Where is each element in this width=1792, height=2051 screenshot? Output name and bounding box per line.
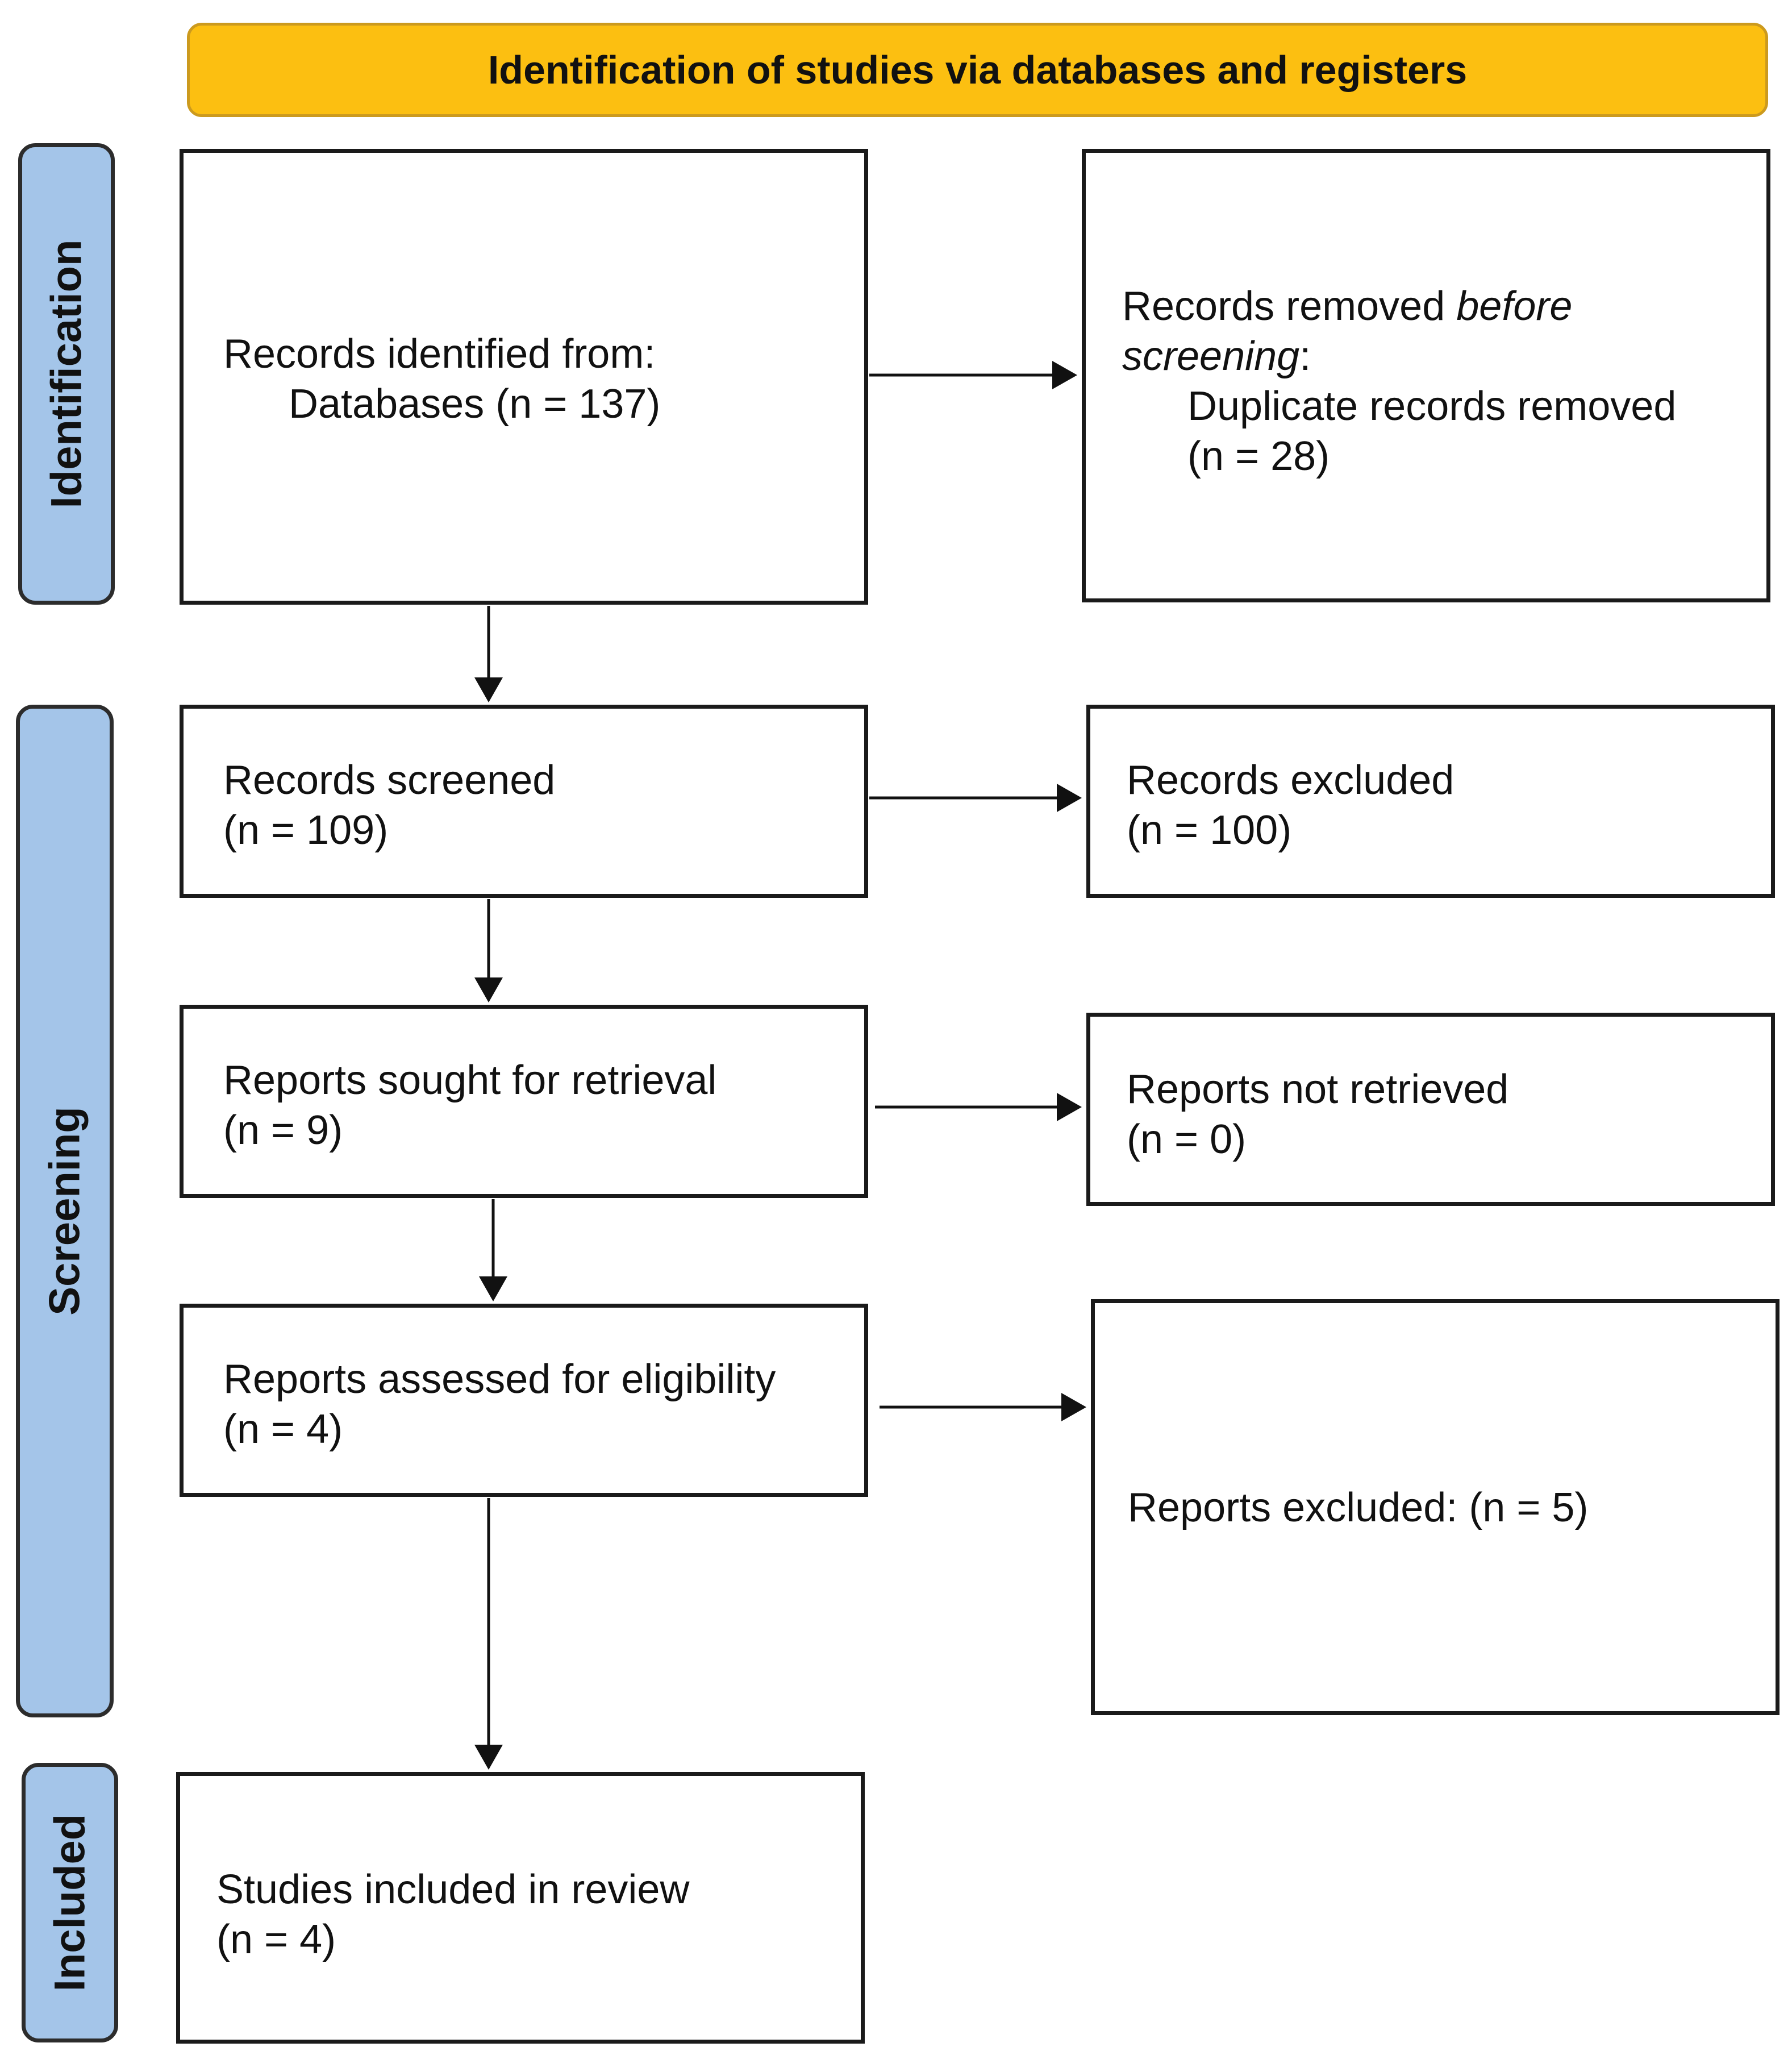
reports-not-retrieved-label: Reports not retrieved <box>1127 1067 1509 1112</box>
phase-included: Included <box>22 1763 118 2042</box>
studies-included-count: (n = 4) <box>216 1917 336 1962</box>
arrowhead-right-3 <box>1057 1093 1082 1121</box>
arrowhead-down-2 <box>474 977 503 1002</box>
reports-assessed-label: Reports assessed for eligibility <box>223 1357 776 1402</box>
records-excluded-label: Records excluded <box>1127 758 1455 803</box>
records-removed-label: Records removed <box>1122 284 1457 329</box>
reports-assessed-count: (n = 4) <box>223 1407 343 1452</box>
studies-included-box: Studies included in review (n = 4) <box>176 1772 865 2044</box>
phase-identification: Identification <box>18 143 115 605</box>
reports-not-retrieved-box: Reports not retrieved (n = 0) <box>1086 1013 1775 1206</box>
arrowhead-right-1 <box>1052 361 1077 389</box>
records-excluded-count: (n = 100) <box>1127 808 1292 853</box>
studies-included-label: Studies included in review <box>216 1867 690 1912</box>
records-identified-box: Records identified from: Databases (n = … <box>180 149 868 605</box>
identification-header: Identification of studies via databases … <box>187 23 1768 117</box>
arrowhead-right-4 <box>1061 1393 1086 1421</box>
reports-excluded-box: Reports excluded: (n = 5) <box>1091 1299 1780 1715</box>
records-screened-label: Records screened <box>223 758 556 803</box>
header-title: Identification of studies via databases … <box>487 48 1468 92</box>
reports-assessed-box: Reports assessed for eligibility (n = 4) <box>180 1304 868 1497</box>
records-screened-count: (n = 109) <box>223 808 389 853</box>
reports-sought-label: Reports sought for retrieval <box>223 1058 717 1103</box>
records-removed-colon: : <box>1299 334 1311 379</box>
phase-screening: Screening <box>16 705 114 1717</box>
arrowhead-down-1 <box>474 677 503 702</box>
records-screened-box: Records screened (n = 109) <box>180 705 868 898</box>
records-removed-screening: screening <box>1122 334 1300 379</box>
records-excluded-box: Records excluded (n = 100) <box>1086 705 1775 898</box>
duplicate-records-label: Duplicate records removed <box>1187 384 1677 429</box>
reports-sought-count: (n = 9) <box>223 1108 343 1153</box>
duplicate-records-count: (n = 28) <box>1187 434 1330 479</box>
arrowhead-down-4 <box>474 1745 503 1770</box>
arrowhead-right-2 <box>1057 784 1082 812</box>
records-removed-before: before <box>1456 284 1573 329</box>
reports-sought-box: Reports sought for retrieval (n = 9) <box>180 1005 868 1198</box>
arrowhead-down-3 <box>479 1276 507 1301</box>
reports-not-retrieved-count: (n = 0) <box>1127 1117 1247 1162</box>
reports-excluded-label: Reports excluded: (n = 5) <box>1128 1485 1589 1530</box>
records-identified-count: Databases (n = 137) <box>289 381 661 427</box>
records-identified-label: Records identified from: <box>223 331 656 377</box>
records-removed-box: Records removed before screening: Duplic… <box>1082 149 1770 602</box>
